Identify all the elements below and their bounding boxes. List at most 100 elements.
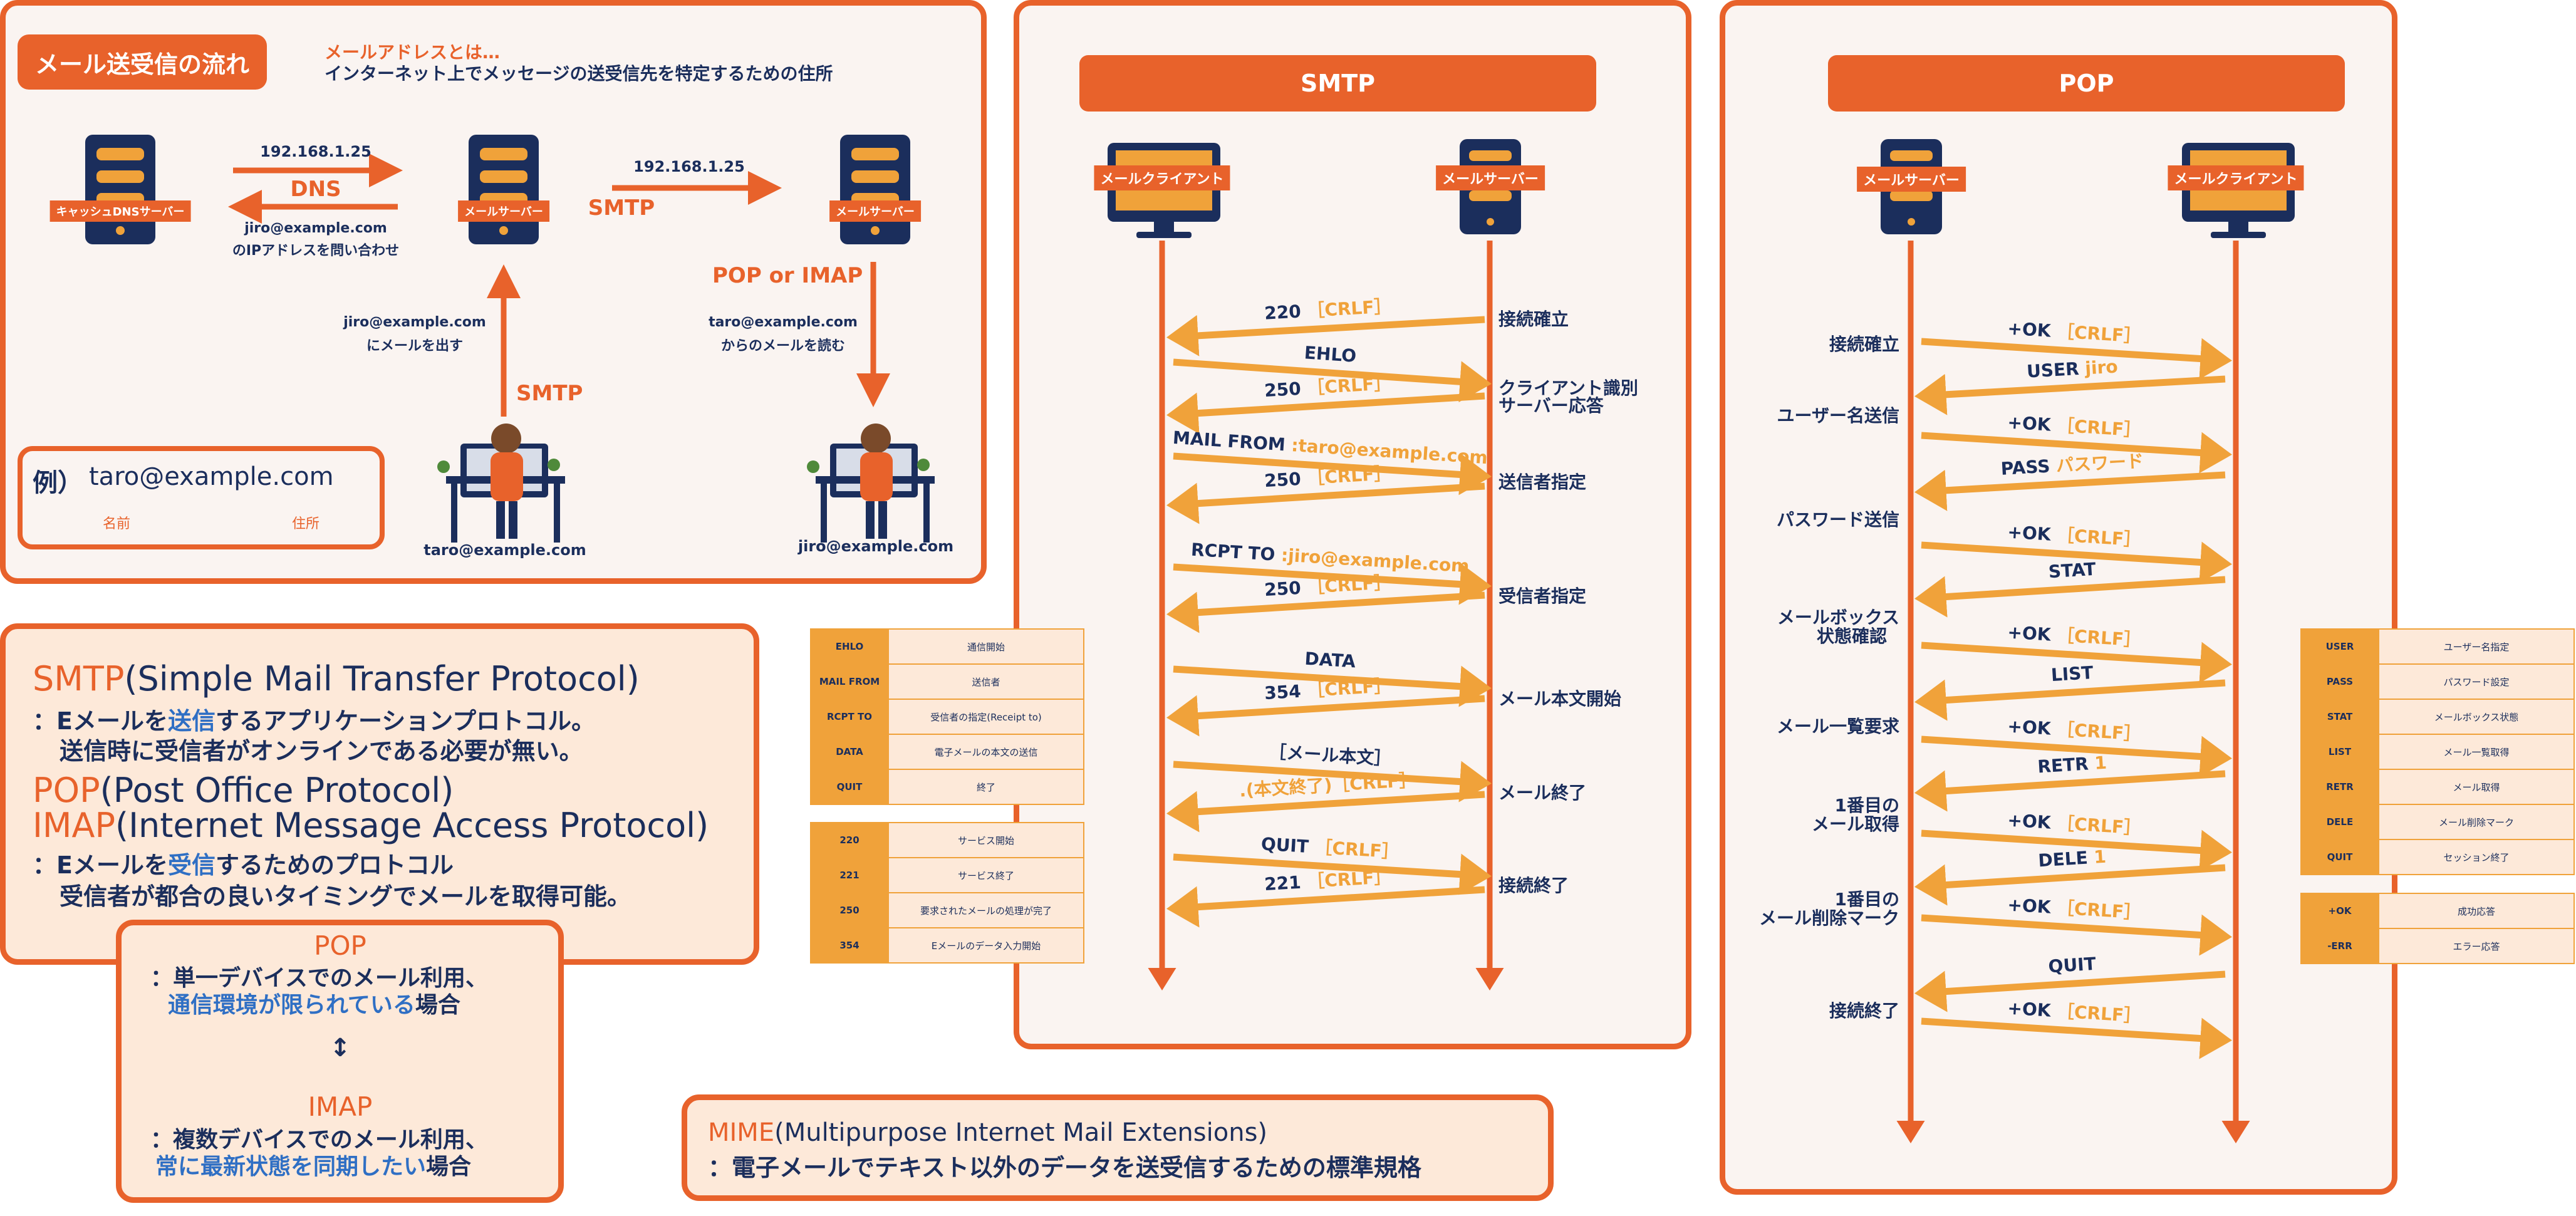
pop-arrow-5 [1921, 541, 2232, 583]
smtp-arrow-10 [1173, 761, 1492, 803]
mime-box [682, 1094, 1554, 1201]
smtp-step-1: 接続確立 [1498, 309, 1569, 330]
pop-step-4: メールボックス [1777, 607, 1899, 628]
pop-arrow-3 [1921, 432, 2232, 474]
pop-command-key: PASS [2300, 663, 2379, 700]
example-domain-label: 住所 [292, 516, 320, 532]
pop-command-key: RETR [2300, 769, 2379, 805]
recv-desc-line-1: ：Eメールを受信するためのプロトコル [33, 846, 454, 880]
pop-step-8: メール取得 [1811, 814, 1899, 834]
smtp-step-5: 受信者指定 [1498, 586, 1587, 606]
pop-arrow-label-1: +OK ［CRLF］ [2007, 318, 2142, 346]
mail-server-2-label: メールサーバー [829, 200, 921, 222]
mime-abbr: MIME [708, 1118, 775, 1147]
smtp-arrow-5 [1166, 482, 1485, 524]
pop-arrow-label-7: +OK ［CRLF］ [2007, 621, 2142, 650]
pop-arrow-7 [1921, 642, 2232, 683]
pop-full: (Post Office Protocol) [100, 771, 454, 810]
cache-dns-server-icon [85, 135, 155, 244]
imap-definition-title: IMAP(Internet Message Access Protocol) [33, 806, 709, 845]
note-title: メールアドレスとは… [325, 42, 501, 63]
smtp-arrow-3 [1166, 392, 1485, 434]
example-prefix: 例） [33, 469, 83, 497]
recv-desc-line-2: 受信者が都合の良いタイミングでメールを取得可能。 [60, 883, 631, 910]
pop-arrow-1 [1921, 338, 2232, 380]
cache-dns-server-label: キャッシュDNSサーバー [49, 200, 191, 222]
smtp-arrow-1 [1166, 314, 1485, 356]
receiver-person-icon [807, 424, 935, 543]
sender-person-icon [437, 424, 565, 543]
smtp-arrow-label-10: ［メール本文］ [1268, 741, 1392, 769]
pop-code-value: エラー応答 [2378, 928, 2575, 964]
compare-pop-line-2: 通信環境が限られている場合 [168, 987, 460, 1019]
pop-arrow-label-8: LIST [2050, 662, 2094, 685]
smtp-arrow-13 [1166, 886, 1485, 928]
pop-step-11: 接続終了 [1829, 1000, 1899, 1021]
pop-header: POP [1828, 55, 2345, 112]
imap-full: (Internet Message Access Protocol) [115, 806, 709, 845]
smtp-arrow-label-1: 220 ［CRLF］ [1264, 296, 1392, 323]
protocol-description-box [0, 623, 759, 965]
compare-imap-title: IMAP [308, 1091, 373, 1122]
smtp-command-value: 送信者 [888, 663, 1084, 700]
pop-arrow-label-2: USER jiro [2026, 356, 2118, 382]
smtp-command-key: RCPT TO [810, 699, 889, 735]
example-address: taro@example.com [89, 462, 334, 491]
pop-command-key: DELE [2300, 804, 2379, 840]
receiver-address: jiro@example.com [797, 538, 954, 555]
smtp-command-key: MAIL FROM [810, 663, 889, 700]
pop-command-value: メール取得 [2378, 769, 2575, 805]
dns-ip-label: 192.168.1.25 [260, 143, 371, 160]
smtp-arrow-2 [1173, 358, 1492, 403]
dns-query-text-1: jiro@example.com [244, 221, 387, 236]
smtp-command-value: 通信開始 [888, 628, 1084, 665]
pop-arrow-11 [1921, 829, 2232, 871]
mail-server-2-icon [840, 135, 910, 244]
pop-step-6: メール一覧要求 [1776, 716, 1899, 737]
smtp-step-2: クライアント識別 [1498, 378, 1638, 398]
smtp-arrow-8 [1173, 665, 1492, 707]
smtp-arrow-label-3: 250 ［CRLF］ [1264, 373, 1392, 401]
compare-pop-line-1: ：単一デバイスでのメール利用、 [150, 965, 488, 991]
smtp-definition-title: SMTP(Simple Mail Transfer Protocol) [33, 659, 640, 699]
pop-arrow-4 [1914, 469, 2226, 511]
smtp-code-value: Eメールのデータ入力開始 [888, 927, 1084, 964]
pop-command-value: パスワード設定 [2378, 663, 2575, 700]
mime-title: MIME(Multipurpose Internet Mail Extensio… [708, 1118, 1267, 1147]
pop-code-value: 成功応答 [2378, 893, 2575, 929]
recv-desc-1c: するためのプロトコル [215, 851, 454, 879]
pop-step-2: ユーザー名送信 [1777, 405, 1899, 426]
pop-step-10: メール削除マーク [1758, 908, 1899, 928]
smtp-desc-1a: ：Eメールを [33, 707, 168, 735]
smtp-command-value: 終了 [888, 769, 1084, 805]
pop-arrow-13 [1921, 914, 2232, 956]
pop-client-label: メールクライアント [2168, 165, 2304, 190]
read-text-2: からのメールを読む [720, 338, 846, 354]
pop-command-key: STAT [2300, 699, 2379, 735]
smtp-command-value: 受信者の指定(Receipt to) [888, 699, 1084, 735]
pop-command-value: メール一覧取得 [2378, 734, 2575, 770]
smtp-desc-1b: 送信 [167, 707, 216, 735]
dns-label: DNS [290, 177, 341, 202]
smtp-step-8: 接続終了 [1498, 875, 1569, 896]
pop-arrow-label-6: STAT [2048, 559, 2097, 583]
dns-query-text-2: のIPアドレスを問い合わせ [232, 243, 400, 259]
pop-code-key: +OK [2300, 893, 2379, 929]
